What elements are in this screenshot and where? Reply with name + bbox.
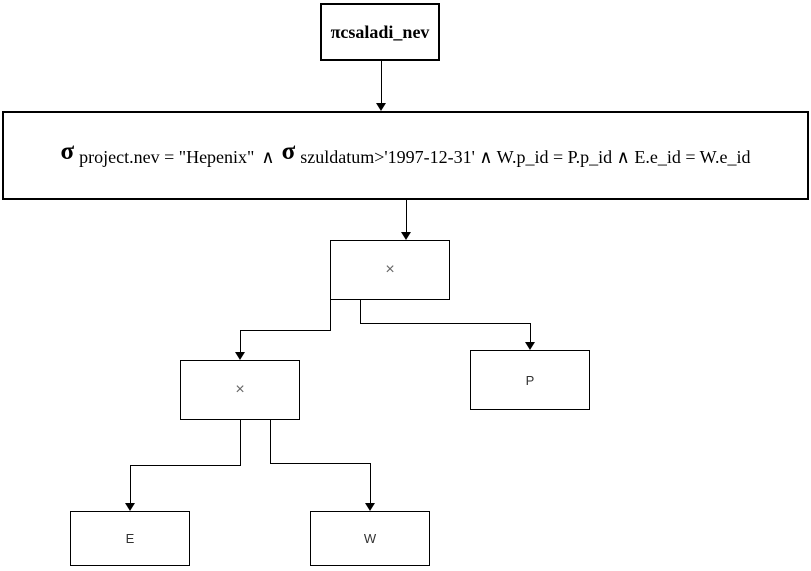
arrowhead-down-icon bbox=[125, 503, 135, 511]
edge-segment bbox=[270, 463, 371, 464]
cross-product-node-left: × bbox=[180, 360, 300, 420]
relation-w-node: W bbox=[310, 511, 430, 566]
arrowhead-down-icon bbox=[365, 503, 375, 511]
edge-segment bbox=[406, 200, 407, 232]
relation-e-label: E bbox=[125, 531, 135, 546]
edge-segment bbox=[270, 420, 271, 463]
edge-segment bbox=[360, 300, 361, 323]
edge-segment bbox=[330, 300, 331, 330]
projection-label: πcsaladi_nev bbox=[330, 21, 430, 42]
arrowhead-down-icon bbox=[401, 232, 411, 240]
edge-segment bbox=[530, 323, 531, 342]
arrowhead-down-icon bbox=[525, 342, 535, 350]
cross-product-icon: × bbox=[235, 381, 245, 398]
edge-segment bbox=[240, 330, 241, 352]
sigma-symbol: σ bbox=[281, 137, 296, 165]
cross-product-icon: × bbox=[385, 261, 395, 278]
arrowhead-down-icon bbox=[376, 103, 386, 111]
relation-p-node: P bbox=[470, 350, 590, 410]
edge-segment bbox=[370, 463, 371, 503]
selection-node: σ project.nev = "Hepenix" ∧ σ szuldatum>… bbox=[2, 111, 809, 200]
selection-condition-2: szuldatum>'1997-12-31' ∧ W.p_id = P.p_id… bbox=[300, 147, 751, 167]
arrowhead-down-icon bbox=[235, 352, 245, 360]
relation-p-label: P bbox=[525, 372, 535, 388]
relation-w-label: W bbox=[363, 531, 377, 546]
and-operator: ∧ bbox=[261, 147, 275, 167]
cross-product-node-top: × bbox=[330, 240, 450, 300]
projection-node: πcsaladi_nev bbox=[320, 3, 440, 61]
selection-condition-1: project.nev = "Hepenix" bbox=[79, 147, 255, 167]
edge-segment bbox=[130, 465, 241, 466]
edge-segment bbox=[360, 323, 531, 324]
edge-segment bbox=[381, 61, 382, 103]
relation-e-node: E bbox=[70, 511, 190, 566]
edge-segment bbox=[240, 420, 241, 465]
sigma-symbol: σ bbox=[60, 137, 75, 165]
edge-segment bbox=[130, 465, 131, 503]
edge-segment bbox=[240, 330, 331, 331]
